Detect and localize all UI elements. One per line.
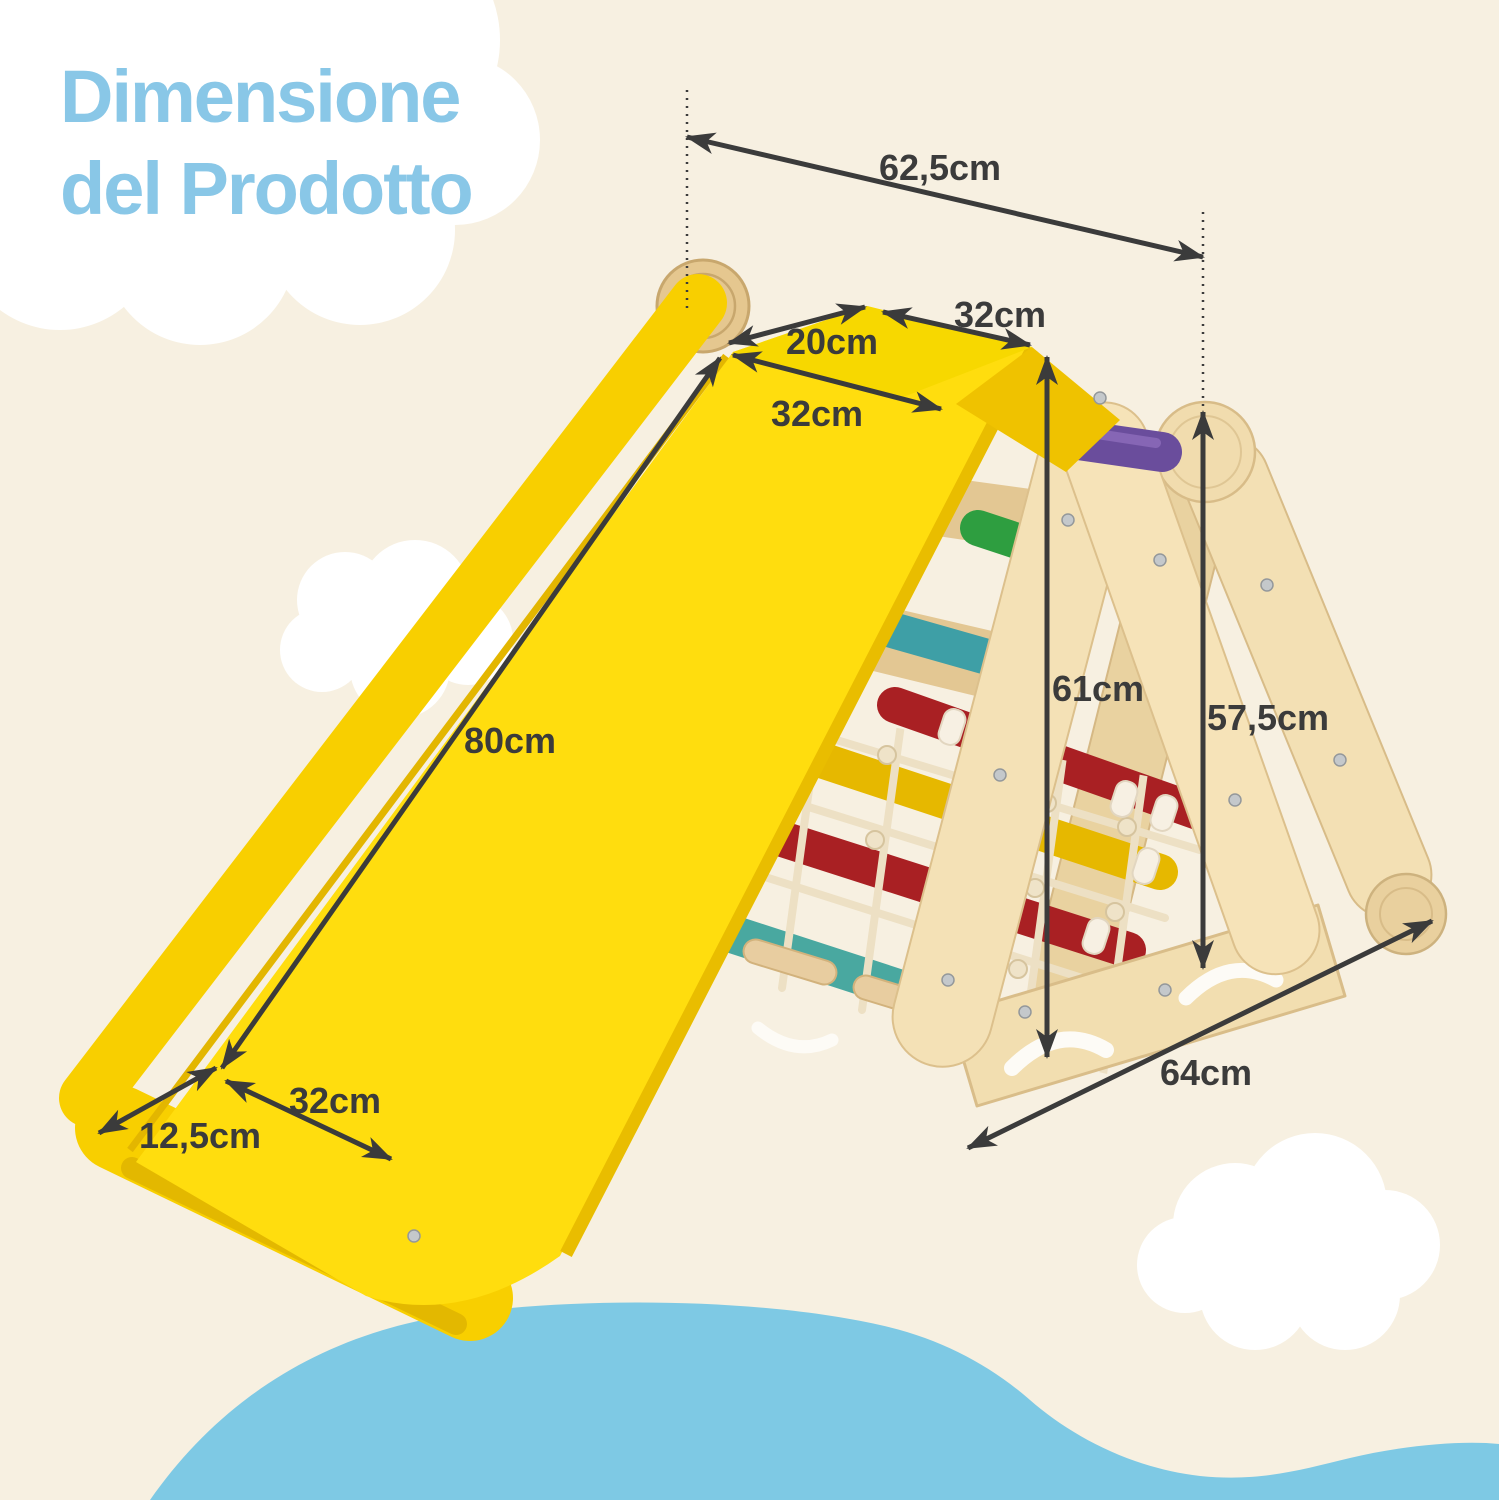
page-title: Dimensione del Prodotto — [60, 55, 474, 230]
dimension-annotations: 62,5cm 32cm 20cm 32cm 80cm 61cm 57,5cm 6… — [97, 90, 1434, 1162]
screw — [993, 768, 1007, 782]
screw — [1093, 391, 1107, 405]
screw — [941, 973, 955, 987]
label-platform-depth: 32cm — [954, 294, 1046, 335]
label-slide-top-width: 32cm — [771, 393, 863, 434]
label-platform-width: 20cm — [786, 321, 878, 362]
cloud-bottom-right — [1137, 1133, 1440, 1350]
cloud-top-left — [0, 0, 540, 345]
dimension-labels: 62,5cm 32cm 20cm 32cm 80cm 61cm 57,5cm 6… — [139, 147, 1329, 1156]
dim-line-slide-bottom-width — [224, 1078, 393, 1162]
rope-handle-foot — [751, 1021, 839, 1054]
dim-line-platform-width — [727, 303, 867, 347]
screw — [1228, 793, 1242, 807]
screw — [407, 1229, 421, 1243]
screw — [1153, 553, 1167, 567]
screw — [1260, 578, 1274, 592]
rope-vertical — [858, 691, 909, 1014]
dim-line-top-span — [685, 132, 1205, 262]
dim-line-base-depth — [966, 918, 1434, 1151]
label-base-depth: 64cm — [1160, 1052, 1252, 1093]
cloud-blue-bottom — [150, 1302, 1499, 1500]
label-rear-height: 57,5cm — [1207, 697, 1329, 738]
dim-line-slide-length — [219, 356, 723, 1070]
dim-line-slide-top-width — [731, 351, 943, 413]
slide-right-rail-edge — [560, 346, 1038, 1257]
label-slide-length: 80cm — [464, 720, 556, 761]
screw — [1333, 753, 1347, 767]
label-slide-bottom-width: 32cm — [289, 1080, 381, 1121]
screw — [1158, 983, 1172, 997]
label-top-span: 62,5cm — [879, 147, 1001, 188]
rear-foot-disc — [1364, 872, 1448, 956]
dim-line-slide-foot — [97, 1065, 218, 1136]
dim-line-platform-depth — [881, 307, 1032, 350]
screw — [1018, 1005, 1032, 1019]
title-line-2: del Prodotto — [60, 147, 472, 230]
label-front-height: 61cm — [1052, 668, 1144, 709]
screw — [1061, 513, 1075, 527]
title-line-1: Dimensione — [60, 55, 459, 138]
label-slide-foot: 12,5cm — [139, 1115, 261, 1156]
